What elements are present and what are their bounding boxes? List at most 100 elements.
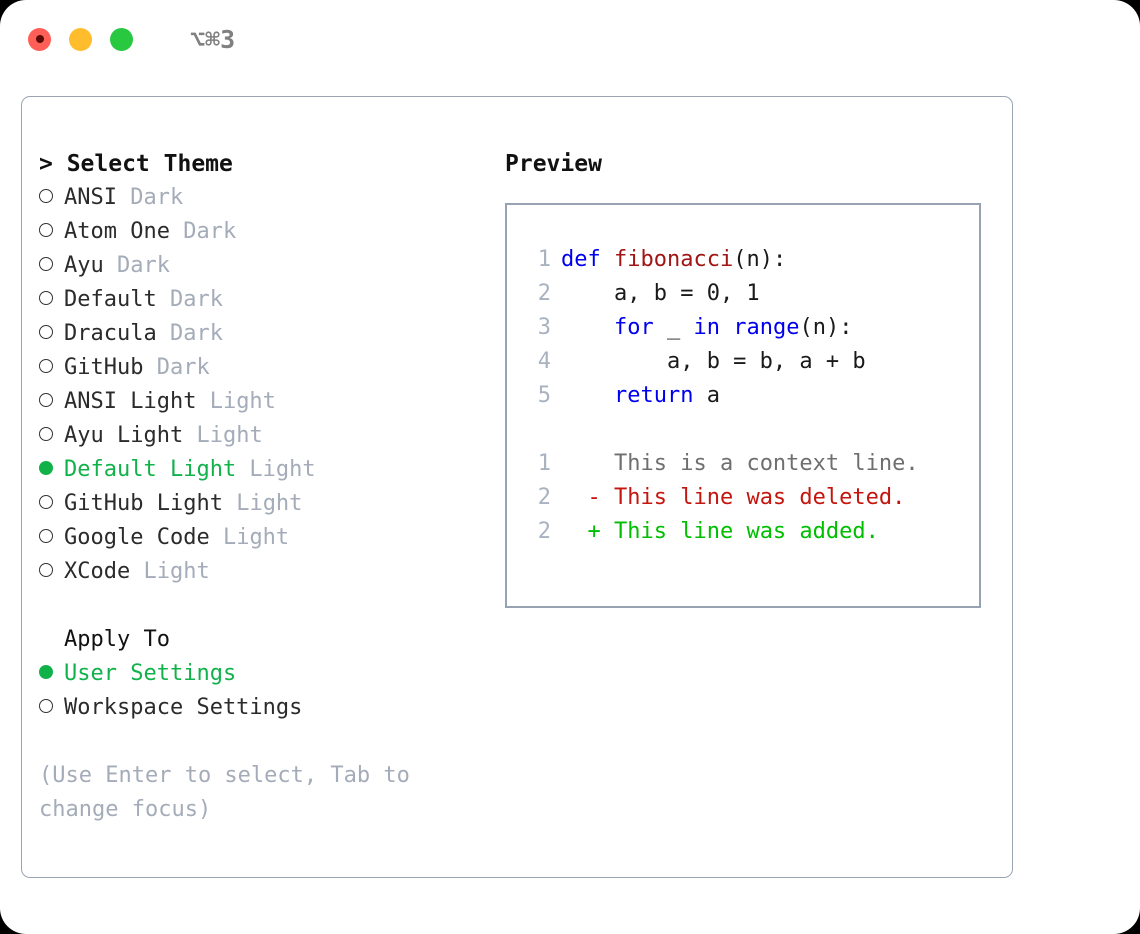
code-diff-spacer xyxy=(523,413,979,447)
radio-glyph xyxy=(39,563,53,577)
theme-option-category: Light xyxy=(222,491,303,516)
diff-sample: 1 This is a context line.2 - This line w… xyxy=(523,447,979,549)
code-token: range xyxy=(733,315,800,340)
radio-glyph xyxy=(39,699,53,713)
theme-option-category: Dark xyxy=(143,355,210,380)
theme-option-label: Ayu Light xyxy=(64,423,184,448)
theme-option-category: Light xyxy=(209,525,290,550)
radio-selected-icon[interactable] xyxy=(39,453,64,487)
theme-option-label: Default Light xyxy=(64,457,237,482)
apply-to-option-workspace-settings[interactable]: Workspace Settings xyxy=(39,691,484,725)
theme-option-category: Dark xyxy=(156,321,223,346)
code-line: 3 for _ in range(n): xyxy=(523,311,979,345)
theme-option-category: Light xyxy=(236,457,316,482)
diff-sign: + xyxy=(561,519,601,544)
code-token: (n): xyxy=(799,315,853,340)
radio-unselected-icon[interactable] xyxy=(39,215,64,249)
theme-option-ansi-light[interactable]: ANSI Light Light xyxy=(39,385,484,419)
radio-glyph xyxy=(39,665,53,679)
theme-option-atom-one[interactable]: Atom One Dark xyxy=(39,215,484,249)
zoom-button[interactable] xyxy=(110,27,133,51)
radio-unselected-icon[interactable] xyxy=(39,521,64,555)
theme-option-category: Dark xyxy=(169,219,237,244)
radio-glyph xyxy=(39,359,53,373)
theme-option-dracula[interactable]: Dracula Dark xyxy=(39,317,484,351)
code-token: (n): xyxy=(733,247,787,272)
close-button[interactable] xyxy=(28,27,51,51)
radio-unselected-icon[interactable] xyxy=(39,317,64,351)
theme-option-default[interactable]: Default Dark xyxy=(39,283,484,317)
code-token: return xyxy=(613,383,694,408)
diff-line-number: 1 xyxy=(537,451,551,476)
theme-option-xcode[interactable]: XCode Light xyxy=(39,555,484,589)
code-token: def xyxy=(561,247,614,272)
diff-line-number: 2 xyxy=(537,485,551,510)
preview-heading: Preview xyxy=(505,151,602,177)
theme-option-label: ANSI xyxy=(64,185,117,210)
minimize-button[interactable] xyxy=(69,27,92,51)
code-line: 2 a, b = 0, 1 xyxy=(523,277,979,311)
diff-line: 1 This is a context line. xyxy=(523,447,979,481)
code-token xyxy=(561,383,614,408)
theme-option-label: ANSI Light xyxy=(64,389,197,414)
code-line: 4 a, b = b, a + b xyxy=(523,345,979,379)
radio-glyph xyxy=(39,393,53,407)
theme-option-label: Atom One xyxy=(64,219,170,244)
theme-option-ayu[interactable]: Ayu Dark xyxy=(39,249,484,283)
code-line-number: 2 xyxy=(537,281,551,306)
theme-option-category: Light xyxy=(183,423,263,448)
radio-unselected-icon[interactable] xyxy=(39,181,64,215)
theme-option-category: Dark xyxy=(156,287,223,312)
theme-option-category: Light xyxy=(130,559,210,584)
diff-line-number: 2 xyxy=(537,519,551,544)
diff-text: This is a context line. xyxy=(600,451,919,476)
code-token: for xyxy=(613,315,654,340)
radio-unselected-icon[interactable] xyxy=(39,555,64,589)
keyboard-shortcut-label: ⌥⌘3 xyxy=(190,24,236,54)
theme-option-google-code[interactable]: Google Code Light xyxy=(39,521,484,555)
code-token xyxy=(561,315,614,340)
apply-to-heading: Apply To xyxy=(64,627,170,652)
select-theme-heading: > Select Theme xyxy=(39,151,233,177)
theme-option-github-light[interactable]: GitHub Light Light xyxy=(39,487,484,521)
radio-unselected-icon[interactable] xyxy=(39,419,64,453)
code-token: _ xyxy=(653,315,694,340)
code-line-number: 4 xyxy=(537,349,551,374)
theme-option-ayu-light[interactable]: Ayu Light Light xyxy=(39,419,484,453)
theme-option-category: Light xyxy=(196,389,276,414)
theme-option-ansi[interactable]: ANSI Dark xyxy=(39,181,484,215)
theme-option-label: GitHub xyxy=(64,355,144,380)
radio-unselected-icon[interactable] xyxy=(39,385,64,419)
radio-glyph xyxy=(39,427,53,441)
theme-option-label: Dracula xyxy=(64,321,157,346)
radio-selected-icon[interactable] xyxy=(39,657,64,691)
theme-option-category: Dark xyxy=(103,253,170,278)
radio-unselected-icon[interactable] xyxy=(39,691,64,725)
radio-unselected-icon[interactable] xyxy=(39,283,64,317)
keyboard-hint-text: (Use Enter to select, Tab to change focu… xyxy=(39,763,410,822)
theme-option-label: XCode xyxy=(64,559,131,584)
radio-unselected-icon[interactable] xyxy=(39,351,64,385)
theme-option-default-light[interactable]: Default Light Light xyxy=(39,453,484,487)
apply-to-option-label: Workspace Settings xyxy=(64,695,303,720)
radio-unselected-icon[interactable] xyxy=(39,249,64,283)
theme-option-github[interactable]: GitHub Dark xyxy=(39,351,484,385)
apply-to-option-user-settings[interactable]: User Settings xyxy=(39,657,484,691)
radio-glyph xyxy=(39,291,53,305)
code-token: a xyxy=(693,383,720,408)
traffic-light-buttons xyxy=(28,27,133,51)
diff-text: This line was deleted. xyxy=(600,485,906,510)
code-line-number: 1 xyxy=(537,247,551,272)
radio-glyph xyxy=(39,257,53,271)
radio-unselected-icon[interactable] xyxy=(39,487,64,521)
